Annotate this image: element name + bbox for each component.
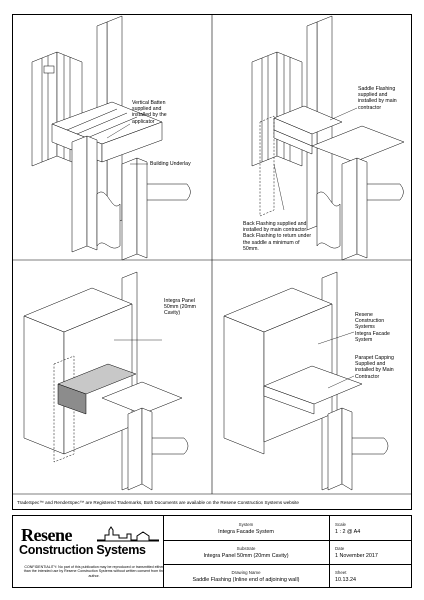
system-value: Integra Facade System bbox=[218, 529, 274, 535]
detail-bottom-left bbox=[23, 271, 189, 491]
drawing-name-value: Saddle Flashing (Inline end of adjoining… bbox=[192, 577, 300, 583]
system-label: System bbox=[238, 522, 254, 527]
company-subtitle: Construction Systems bbox=[19, 543, 146, 557]
detail-bottom-right bbox=[223, 271, 389, 491]
sheet-label: Sheet bbox=[335, 570, 347, 575]
note-saddle-flashing: Saddle Flashing supplied and installed b… bbox=[358, 86, 397, 111]
detail-top-left bbox=[31, 15, 191, 261]
substrate-value: Integra Panel 50mm (20mm Cavity) bbox=[203, 553, 289, 559]
date-label: Date bbox=[335, 546, 345, 551]
skyline-logo-icon bbox=[97, 526, 159, 542]
substrate-label: Substrate bbox=[236, 546, 256, 551]
note-parapet-capping: Parapet Capping Supplied and installed b… bbox=[355, 355, 394, 380]
note-resene-system: Resene Construction Systems Integra Faca… bbox=[355, 312, 390, 343]
note-integra-panel: Integra Panel 50mm (20mm Cavity) bbox=[164, 298, 196, 317]
note-vertical-batten: Vertical Batten supplied and installed b… bbox=[132, 100, 167, 125]
drawing-name-label: Drawing Name bbox=[231, 570, 261, 575]
detail-top-right bbox=[251, 15, 405, 261]
sheet-value: 10.13.24 bbox=[335, 577, 356, 583]
note-building-underlay: Building Underlay bbox=[150, 161, 191, 167]
confidentiality-notice: CONFIDENTIALITY: No part of this publica… bbox=[23, 565, 165, 578]
title-block: Resene Construction Systems CONFIDENTIAL… bbox=[12, 515, 412, 588]
scale-label: Scale bbox=[335, 522, 346, 527]
scale-value: 1 : 2 @ A4 bbox=[335, 529, 361, 535]
detail-drawings bbox=[12, 14, 412, 495]
company-wordmark: Resene bbox=[21, 525, 72, 545]
date-value: 1 November 2017 bbox=[335, 553, 378, 559]
trademark-note: TradeSpec™ and RenderSpec™ are Registere… bbox=[17, 500, 299, 505]
note-back-flashing: Back Flashing supplied and installed by … bbox=[243, 221, 312, 252]
